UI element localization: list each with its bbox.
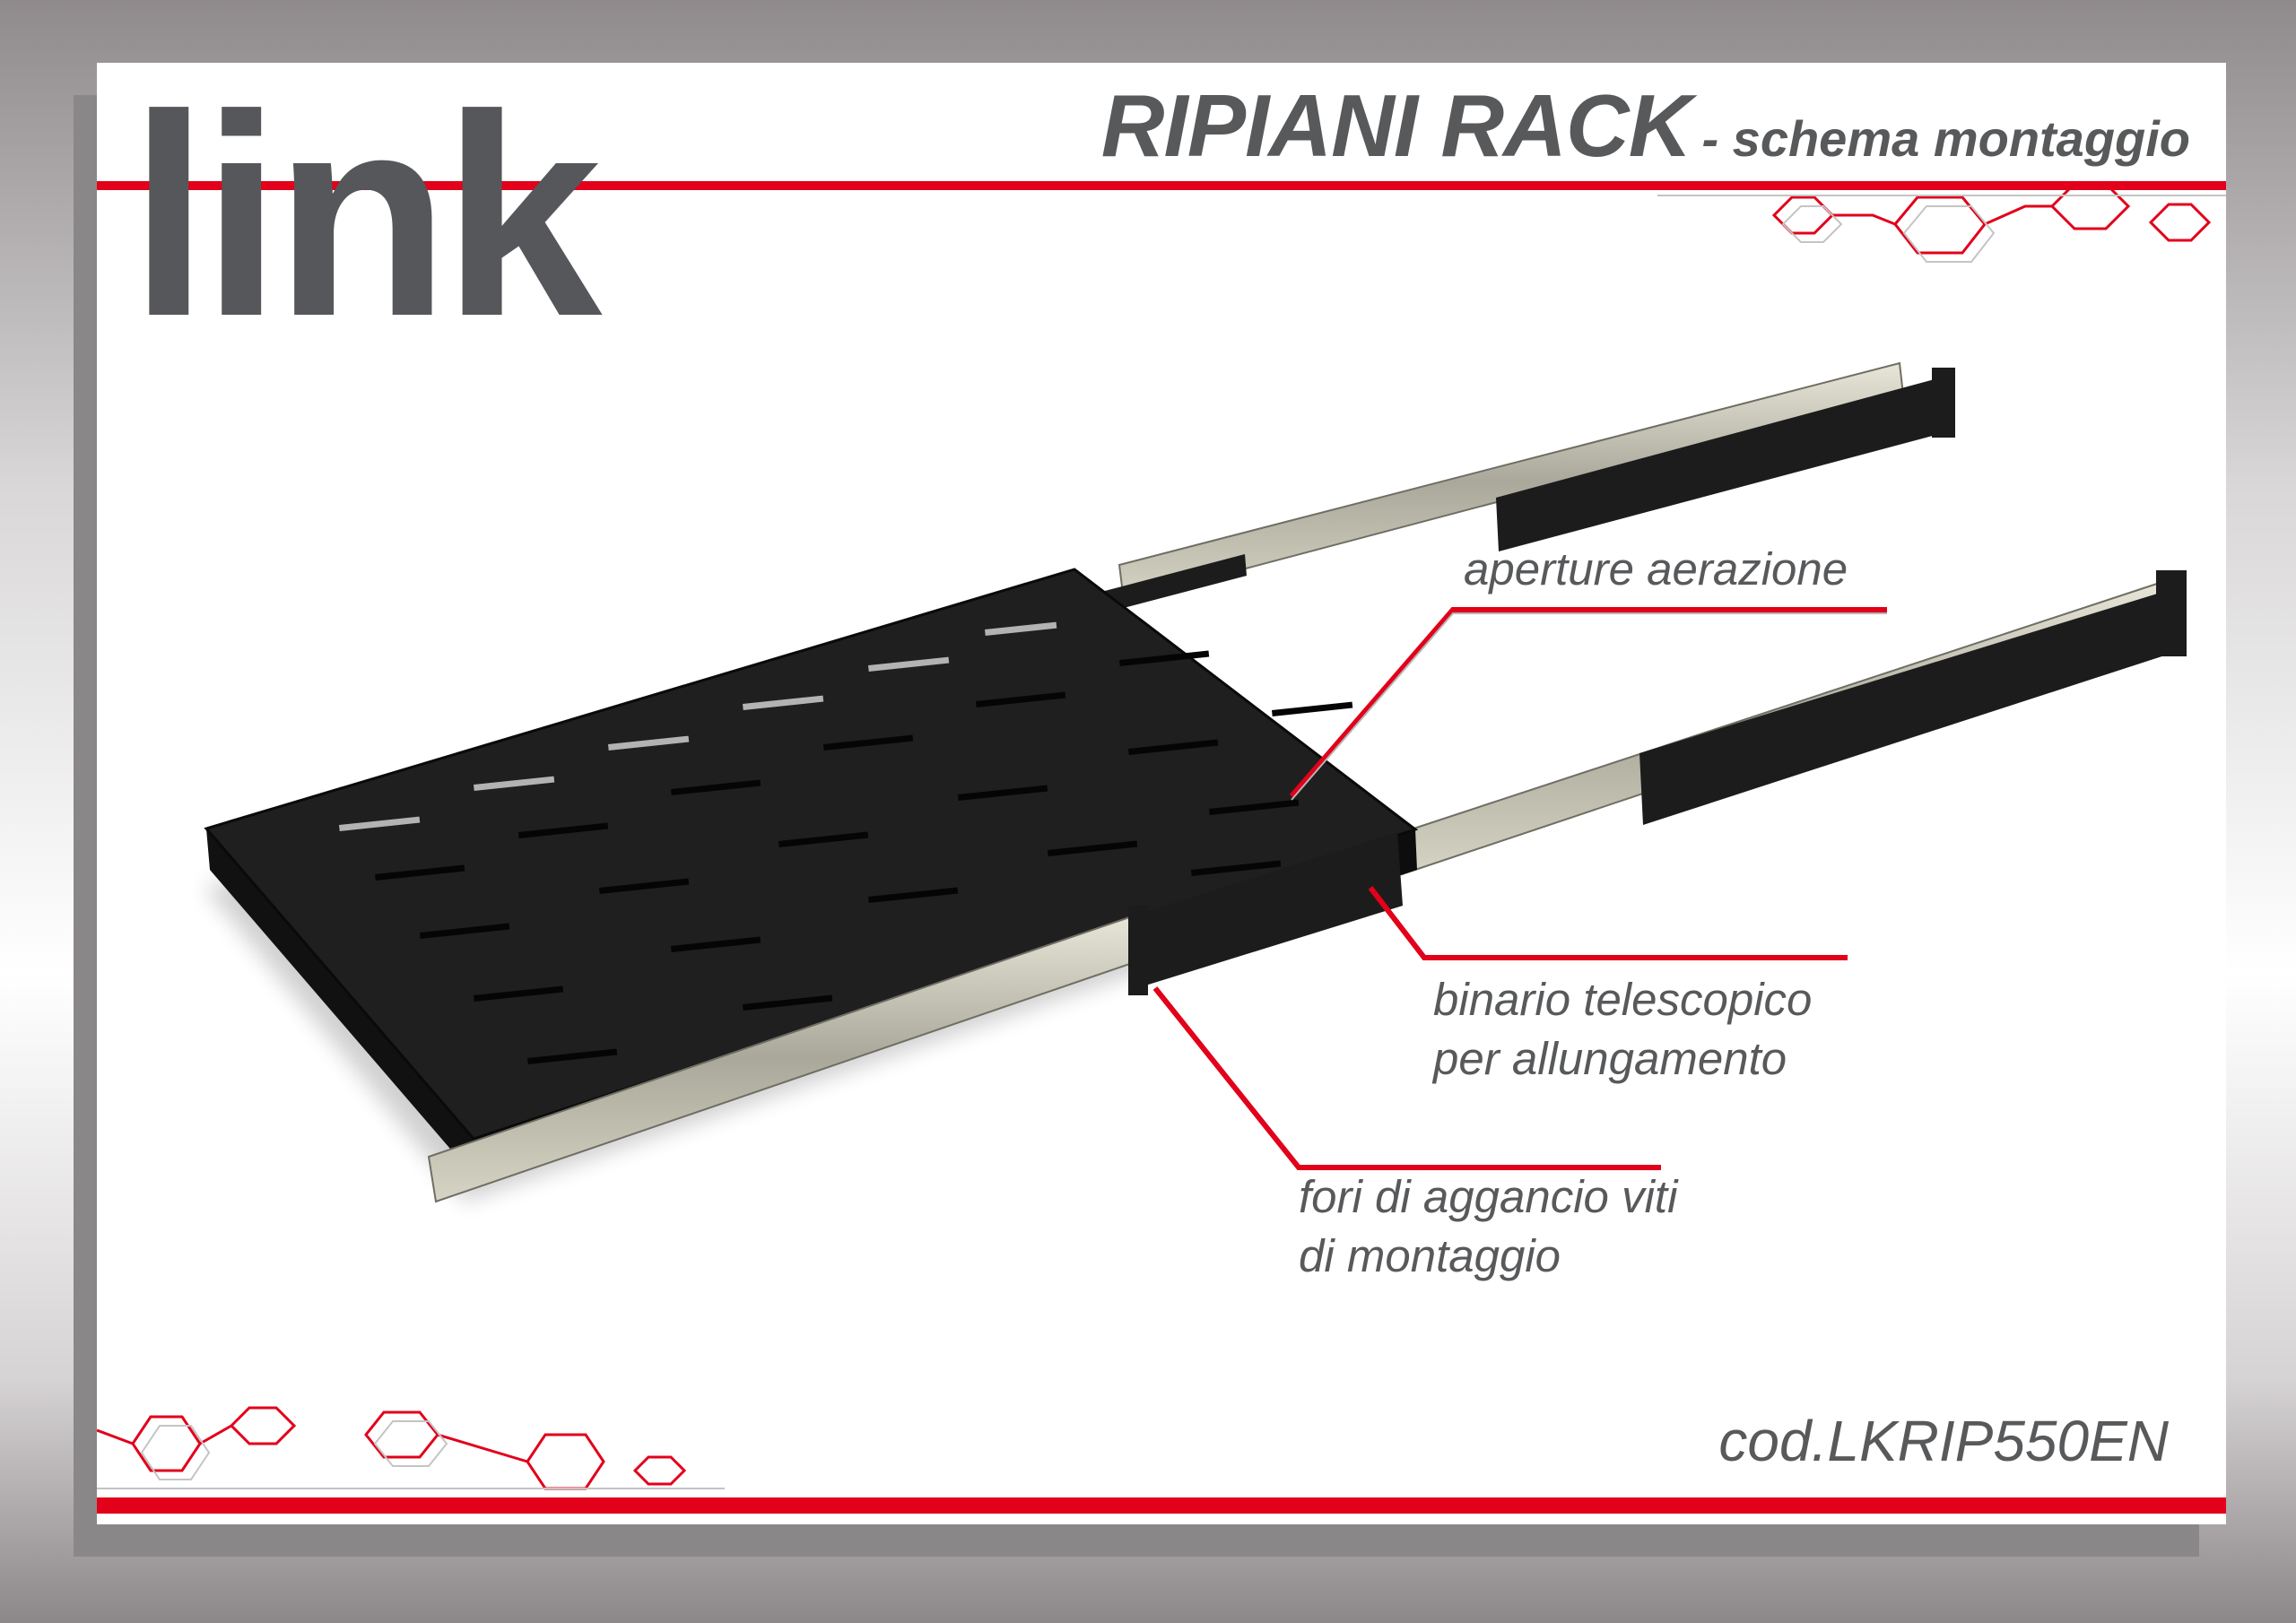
title-main: RIPIANI RACK: [1100, 76, 1692, 175]
hexagon-pattern-decoration-gray: [1657, 195, 2226, 263]
title-subtitle: - schema montaggio: [1701, 110, 2190, 167]
front-rail-bracket: [1639, 587, 2181, 825]
rack-shelf-illustration: [97, 182, 2226, 1490]
document-sheet: link RIPIANI RACK- schema montaggio: [97, 63, 2226, 1524]
lower-rail-bracket: [1137, 832, 1403, 986]
back-rail-ear: [1932, 368, 1955, 438]
back-rail-inner-bracket: [1101, 554, 1247, 613]
callout-leaders: [1152, 607, 1887, 1170]
back-rail-bracket: [1496, 377, 1946, 551]
hexagon-pattern-decoration-bottom: [97, 1406, 687, 1490]
shelf-side: [206, 829, 477, 1180]
callout-mounting-holes: fori di aggancio viti di montaggio: [1299, 1171, 1678, 1281]
callout-leaders-gray: [1291, 612, 1887, 801]
brand-logo: link: [129, 63, 602, 376]
lower-rail-ear: [1128, 906, 1148, 995]
footer-red-rule: [97, 1497, 2226, 1514]
front-rail-ear: [2156, 570, 2187, 656]
hexagon-pattern-decoration-bottom-gray: [97, 1420, 725, 1489]
page-title: RIPIANI RACK- schema montaggio: [1101, 75, 2190, 177]
callout-telescopic-rail: binario telescopico per allungamento: [1433, 974, 1813, 1084]
ventilation-slots: [339, 621, 1057, 831]
hexagon-pattern-decoration: [1771, 182, 2212, 255]
callout-ventilation: aperture aerazione: [1464, 543, 1848, 595]
product-code: cod.LKRIP550EN: [1718, 1409, 2169, 1473]
header-red-rule: [97, 181, 2226, 190]
ventilation-slots-dark: [375, 650, 1353, 1064]
